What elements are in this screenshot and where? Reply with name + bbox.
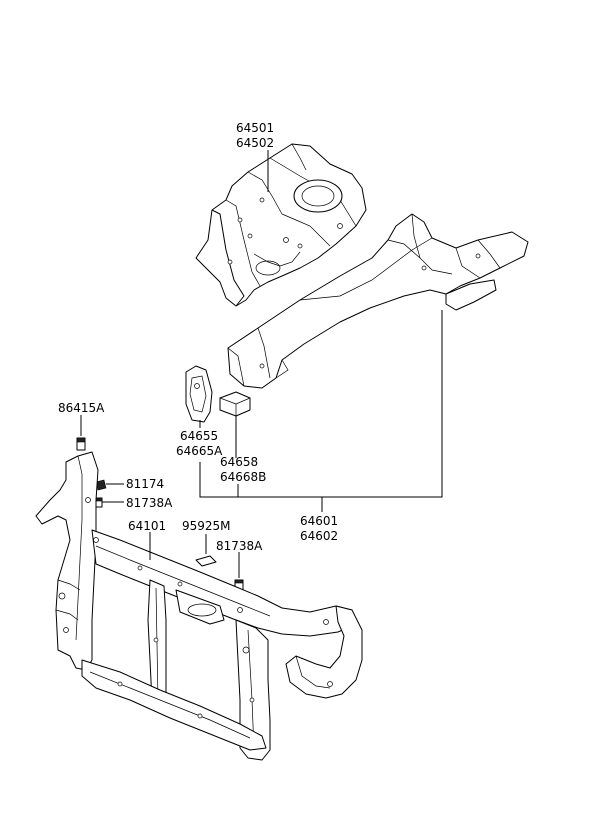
label-64668B: 64668B [220,470,266,484]
label-64502: 64502 [236,136,274,150]
bolt-86415A [76,437,86,451]
apron-panel-assembly [195,143,367,307]
label-64101: 64101 [128,519,166,533]
label-81738A-right: 81738A [216,539,263,553]
label-81738A-top: 81738A [126,496,173,510]
reinforcement-block [219,391,251,417]
label-64601: 64601 [300,514,338,528]
label-64655: 64655 [180,429,218,443]
label-95925M: 95925M [182,519,231,533]
label-64658: 64658 [220,455,258,469]
leader-64601-bracket [199,310,443,498]
bracket-plate [185,365,213,423]
label-64501: 64501 [236,121,274,135]
front-carrier-assembly [35,451,363,761]
label-86415A: 86415A [58,401,105,415]
label-64602: 64602 [300,529,338,543]
side-member-assembly [227,213,529,389]
label-81174: 81174 [126,477,164,491]
label-tag-95925M [195,555,217,567]
label-64665A: 64665A [176,444,223,458]
